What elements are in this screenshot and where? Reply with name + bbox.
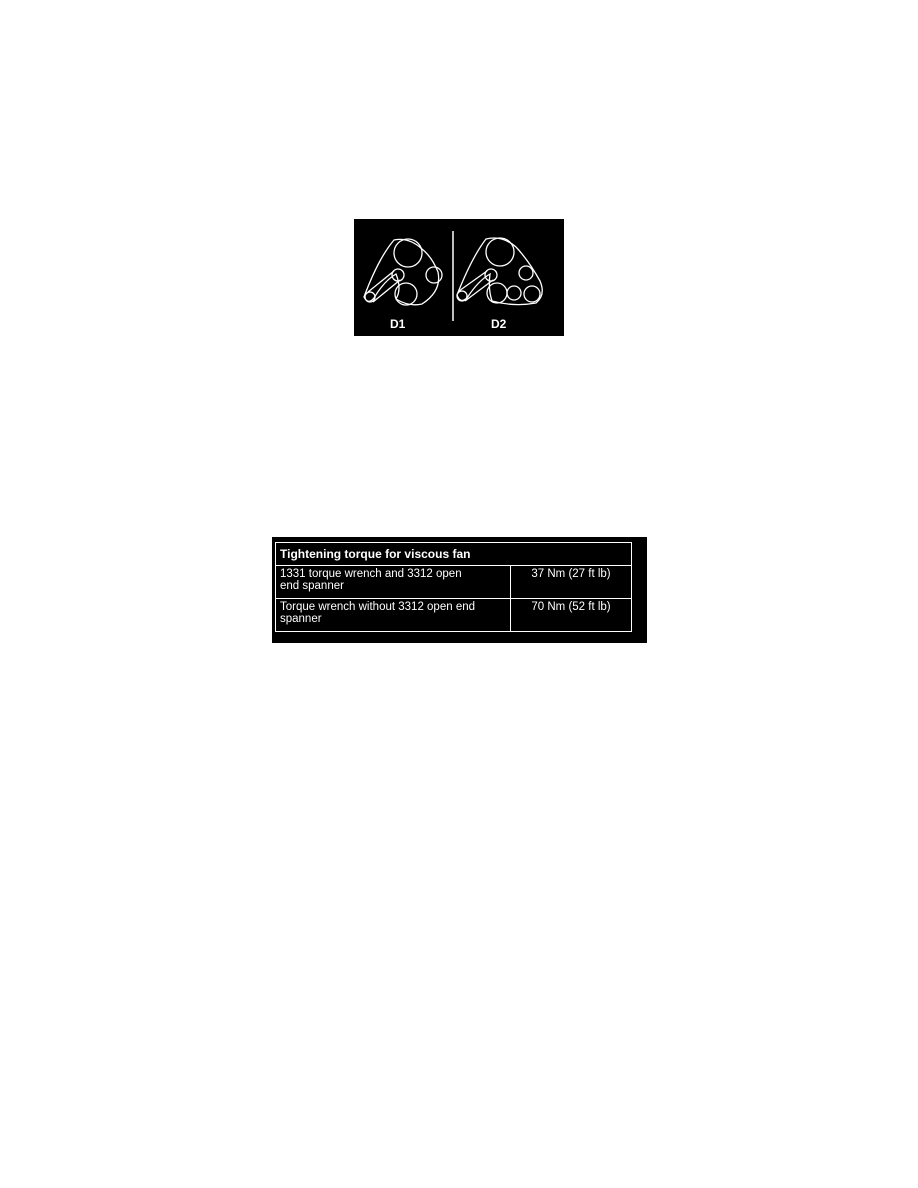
tool-method-line: Torque wrench without 3312 open end	[280, 601, 476, 613]
table-title: Tightening torque for viscous fan	[275, 542, 632, 566]
tool-method-line: spanner	[280, 613, 322, 625]
belt-diagram-d1	[363, 238, 443, 306]
pulley-alternator-d2	[518, 265, 534, 281]
pulley-steering-d2	[523, 285, 541, 303]
diagram-label-d2: D2	[491, 317, 507, 331]
pulley-idler-d2	[456, 290, 468, 302]
tensioner-arm-d2-edge	[464, 279, 494, 302]
table-row: Torque wrench without 3312 open end span…	[275, 598, 632, 632]
table-header-row: Tightening torque for viscous fan	[275, 542, 632, 566]
tool-method-line: 1331 torque wrench and 3312 open	[280, 568, 462, 580]
torque-table-panel: Tightening torque for viscous fan 1331 t…	[272, 537, 647, 643]
tool-method-cell: Torque wrench without 3312 open end span…	[275, 598, 511, 632]
torque-table: Tightening torque for viscous fan 1331 t…	[275, 542, 632, 632]
tensioner-arm-d1	[367, 270, 395, 293]
belt-routing-figure: D1 D2	[354, 219, 564, 336]
pulley-idler-d1	[364, 291, 376, 303]
diagram-label-d1: D1	[390, 317, 406, 331]
tool-method-line: end spanner	[280, 580, 344, 592]
pulley-compressor-d1	[394, 282, 418, 306]
belt-diagram-d2	[456, 237, 543, 306]
torque-value-cell: 70 Nm (52 ft lb)	[510, 598, 632, 632]
belt-path-d2	[456, 237, 543, 306]
pulley-crankshaft-d2	[485, 237, 515, 267]
pulley-alternator-d1	[425, 266, 443, 284]
pulley-crankshaft-d1	[393, 238, 423, 268]
tensioner-arm-d1-edge	[372, 279, 401, 303]
tool-method-cell: 1331 torque wrench and 3312 open end spa…	[275, 565, 511, 599]
belt-routing-diagram: D1 D2	[363, 231, 543, 331]
pulley-pump-d2	[506, 285, 522, 301]
tensioner-arm-d2	[458, 270, 488, 292]
table-row: 1331 torque wrench and 3312 open end spa…	[275, 565, 632, 599]
torque-value-cell: 37 Nm (27 ft lb)	[510, 565, 632, 599]
